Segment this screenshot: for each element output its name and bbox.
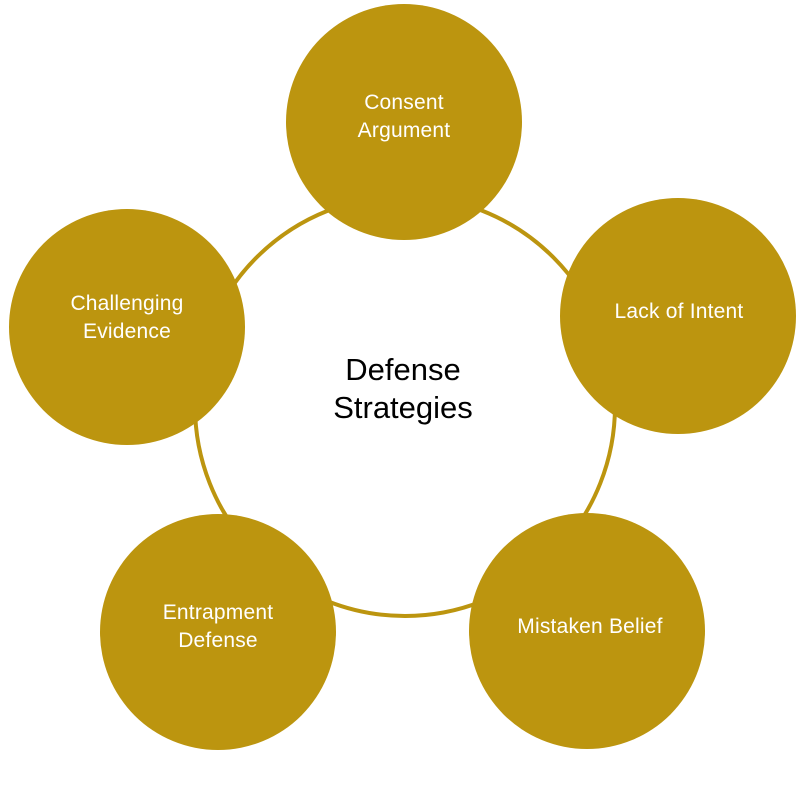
node-circle-challenging-evidence	[9, 209, 245, 445]
node-label-mistaken-belief: Mistaken Belief	[517, 615, 663, 638]
node-circle-entrapment	[100, 514, 336, 750]
node-circle-mistaken-belief	[469, 513, 705, 749]
node-label-challenging-evidence: Challenging Evidence	[70, 292, 184, 343]
node-label-entrapment: Entrapment Defense	[162, 601, 274, 652]
center-title: Defense Strategies	[333, 352, 473, 425]
node-label-consent: Consent Argument	[357, 91, 451, 142]
node-label-lack-of-intent: Lack of Intent	[614, 300, 744, 323]
node-circle-consent	[286, 4, 522, 240]
node-circle-lack-of-intent	[560, 198, 796, 434]
